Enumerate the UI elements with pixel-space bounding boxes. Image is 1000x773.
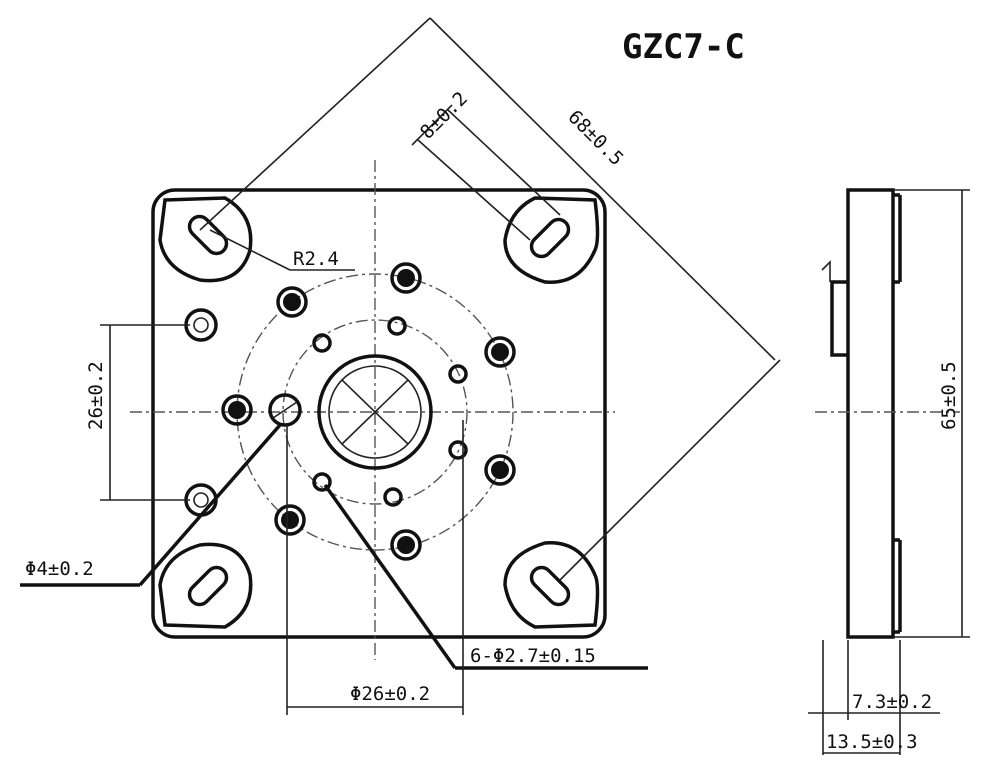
dim-pitch-circle: Φ26±0.2	[350, 683, 430, 705]
dim-small-holes: 6-Φ2.7±0.15	[470, 645, 596, 667]
dim-height: 65±0.5	[938, 361, 960, 430]
mounting-ear-top-right	[503, 196, 600, 284]
front-view	[130, 160, 615, 660]
dim-key-hole: Φ4±0.2	[25, 558, 94, 580]
large-pins	[221, 262, 516, 561]
dimension-annotations: 68±0.5 8±0.2 R2.4 26±0.2 Φ4±0.2 6-Φ2.7±0…	[20, 17, 781, 715]
center-ring	[317, 354, 433, 470]
side-view: 65±0.5 7.3±0.2 13.5±0.3	[808, 188, 970, 755]
mounting-ear-bottom-right	[503, 541, 600, 629]
mounting-ear-top-left	[158, 196, 253, 283]
drawing-title: GZC7-C	[622, 27, 745, 67]
mounting-ear-bottom-left	[158, 542, 253, 629]
dim-pin-spacing: 26±0.2	[85, 361, 107, 430]
dim-radius: R2.4	[293, 248, 339, 270]
key-hole	[268, 393, 302, 427]
base-plate	[151, 188, 607, 639]
dim-total-thickness: 13.5±0.3	[826, 731, 918, 753]
side-pin	[830, 280, 848, 357]
small-pins	[312, 316, 468, 507]
side-body	[846, 188, 895, 639]
dim-slot-width: 8±0.2	[416, 88, 472, 144]
dim-plate-thickness: 7.3±0.2	[852, 691, 932, 713]
